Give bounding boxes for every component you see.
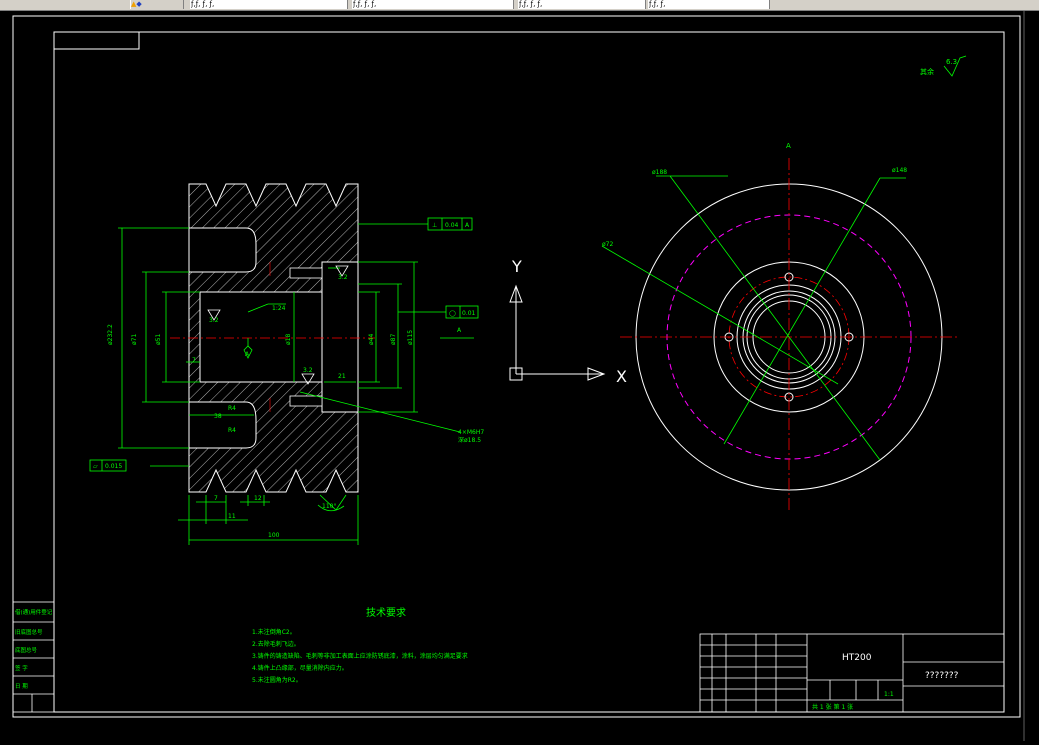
tech-req-item: 1.未注倒角C2。 bbox=[252, 628, 296, 636]
material-label: HT200 bbox=[842, 653, 872, 663]
thread-hole-top bbox=[289, 267, 323, 279]
toolbar-icons: ▲◆ bbox=[130, 0, 184, 9]
section-dimensions bbox=[89, 217, 479, 545]
tech-req-item: 4.铸件上凸缘部，尽量消除内应力。 bbox=[252, 664, 348, 672]
rough-3-2-a: 3.2 bbox=[338, 274, 348, 281]
dim-d2322: ø232.2 bbox=[107, 324, 114, 345]
tol-circ-sym: ◯ bbox=[449, 310, 456, 317]
rough-3-2-c: 3.2 bbox=[303, 367, 313, 374]
dim-d188: ø188 bbox=[652, 169, 667, 176]
folder-icon[interactable]: ▲ bbox=[131, 0, 137, 8]
tol-flat-val: 0.015 bbox=[105, 463, 122, 470]
roughness-mark-3 bbox=[301, 373, 315, 385]
cad-drawing[interactable]: 其余 6.3 bbox=[0, 11, 1039, 741]
axis-y-label: Y bbox=[511, 257, 522, 276]
dim-d115: ø115 bbox=[407, 330, 414, 345]
dim-d44: ø44 bbox=[368, 334, 375, 345]
tol-flat-sym: ▱ bbox=[93, 463, 98, 470]
dim-taper: 1:24 bbox=[272, 305, 286, 312]
hub-cavity-bottom bbox=[188, 401, 257, 449]
dim-d18: ø18 bbox=[285, 334, 292, 345]
dim-d87: ø87 bbox=[390, 334, 397, 345]
cube-icon[interactable]: ◆ bbox=[136, 0, 142, 8]
tech-req-title: 技术要求 bbox=[366, 606, 406, 619]
dim-d71: ø71 bbox=[131, 334, 138, 345]
dim-r4a: R4 bbox=[228, 405, 236, 412]
dim-38: 38 bbox=[214, 413, 222, 420]
axis-x-label: X bbox=[616, 367, 627, 386]
counterbore bbox=[321, 261, 359, 413]
datum-a: A bbox=[245, 351, 250, 358]
section-view bbox=[170, 183, 375, 493]
drawing-canvas[interactable]: 其余 6.3 bbox=[0, 11, 1039, 741]
strip-label: 签 字 bbox=[15, 664, 28, 672]
dim-d72: ø72 bbox=[602, 241, 613, 248]
strip-label: 日 期 bbox=[15, 683, 28, 690]
tech-req-list: 1.未注倒角C2。 2.去除毛刺飞边。 3.铸件的铸造缺陷、毛刺等非加工表面上应… bbox=[252, 628, 468, 684]
tech-req-item: 3.铸件的铸造缺陷、毛刺等非加工表面上应涂防锈底漆，涂料，涂层均匀满足要求 bbox=[252, 652, 468, 660]
roughness-mark-1 bbox=[335, 265, 349, 277]
tab-drawing-1[interactable]: ƒ‚ƒ‚ ƒ‚ ƒ‚ bbox=[190, 0, 348, 9]
document-tab-bar: ▲◆ ƒ‚ƒ‚ ƒ‚ ƒ‚ ƒ‚ƒ‚ ƒ‚ ƒ‚ ƒ‚ƒ‚ ƒ‚ ƒ‚ ƒ‚ƒ‚… bbox=[0, 0, 1039, 11]
ucs-icon bbox=[509, 284, 606, 381]
dim-7-left: 7 bbox=[192, 357, 196, 364]
dim-100: 100 bbox=[268, 532, 280, 539]
tol-circ-val: 0.01 bbox=[462, 310, 476, 317]
scale-label: 1:1 bbox=[884, 691, 894, 698]
strip-label: 借(通)用件登记 bbox=[15, 608, 53, 616]
thread-note-2: 深ø18.5 bbox=[458, 436, 481, 444]
vertical-scrollbar[interactable] bbox=[1024, 11, 1039, 741]
rough-3-2-b: 3.2 bbox=[209, 317, 219, 324]
dim-r4b: R4 bbox=[228, 427, 236, 434]
ref-a: A bbox=[457, 327, 462, 334]
tol-perp-val: 0.04 bbox=[445, 222, 459, 229]
dim-7: 7 bbox=[214, 495, 218, 502]
thread-hole-bottom bbox=[289, 395, 323, 407]
dim-11: 11 bbox=[228, 513, 236, 520]
view-label-a: A bbox=[786, 142, 791, 150]
code-box bbox=[53, 31, 140, 50]
left-strip-table bbox=[12, 601, 55, 713]
tab-drawing-3[interactable]: ƒ‚ƒ‚ ƒ‚ ƒ‚ bbox=[518, 0, 646, 9]
dim-angle: 110° bbox=[322, 503, 336, 510]
sheet-label: 共 1 张 第 1 张 bbox=[812, 703, 853, 711]
roughness-value: 6.3 bbox=[946, 58, 957, 66]
strip-label: 旧底图总号 bbox=[15, 628, 43, 636]
roughness-other-label: 其余 bbox=[920, 67, 934, 76]
roughness-symbol bbox=[943, 55, 967, 77]
dim-d51: ø51 bbox=[155, 334, 162, 345]
roughness-mark-2 bbox=[207, 309, 221, 321]
dim-12: 12 bbox=[254, 495, 262, 502]
outer-border bbox=[12, 15, 1021, 718]
thread-note-1: 4×M6H7 bbox=[458, 429, 484, 436]
inner-border bbox=[53, 31, 1005, 713]
canvas-background bbox=[0, 11, 1039, 741]
part-name: ??????? bbox=[925, 671, 959, 681]
tech-req-item: 2.去除毛刺飞边。 bbox=[252, 640, 300, 648]
hub-cavity-top bbox=[188, 227, 257, 273]
tol-perp-sym: ⊥ bbox=[432, 222, 437, 229]
tech-req-item: 5.未注圆角为R2。 bbox=[252, 676, 302, 684]
dim-d148: ø148 bbox=[892, 167, 907, 174]
tab-drawing-2[interactable]: ƒ‚ƒ‚ ƒ‚ ƒ‚ bbox=[352, 0, 514, 9]
tab-drawing-4[interactable]: ƒ‚ƒ‚ ƒ‚ bbox=[648, 0, 770, 9]
dim-21: 21 bbox=[338, 373, 346, 380]
tol-perp-ref: A bbox=[465, 222, 470, 229]
front-view-dims bbox=[601, 175, 906, 461]
strip-label: 底图总号 bbox=[15, 646, 38, 654]
title-block bbox=[699, 633, 1005, 713]
